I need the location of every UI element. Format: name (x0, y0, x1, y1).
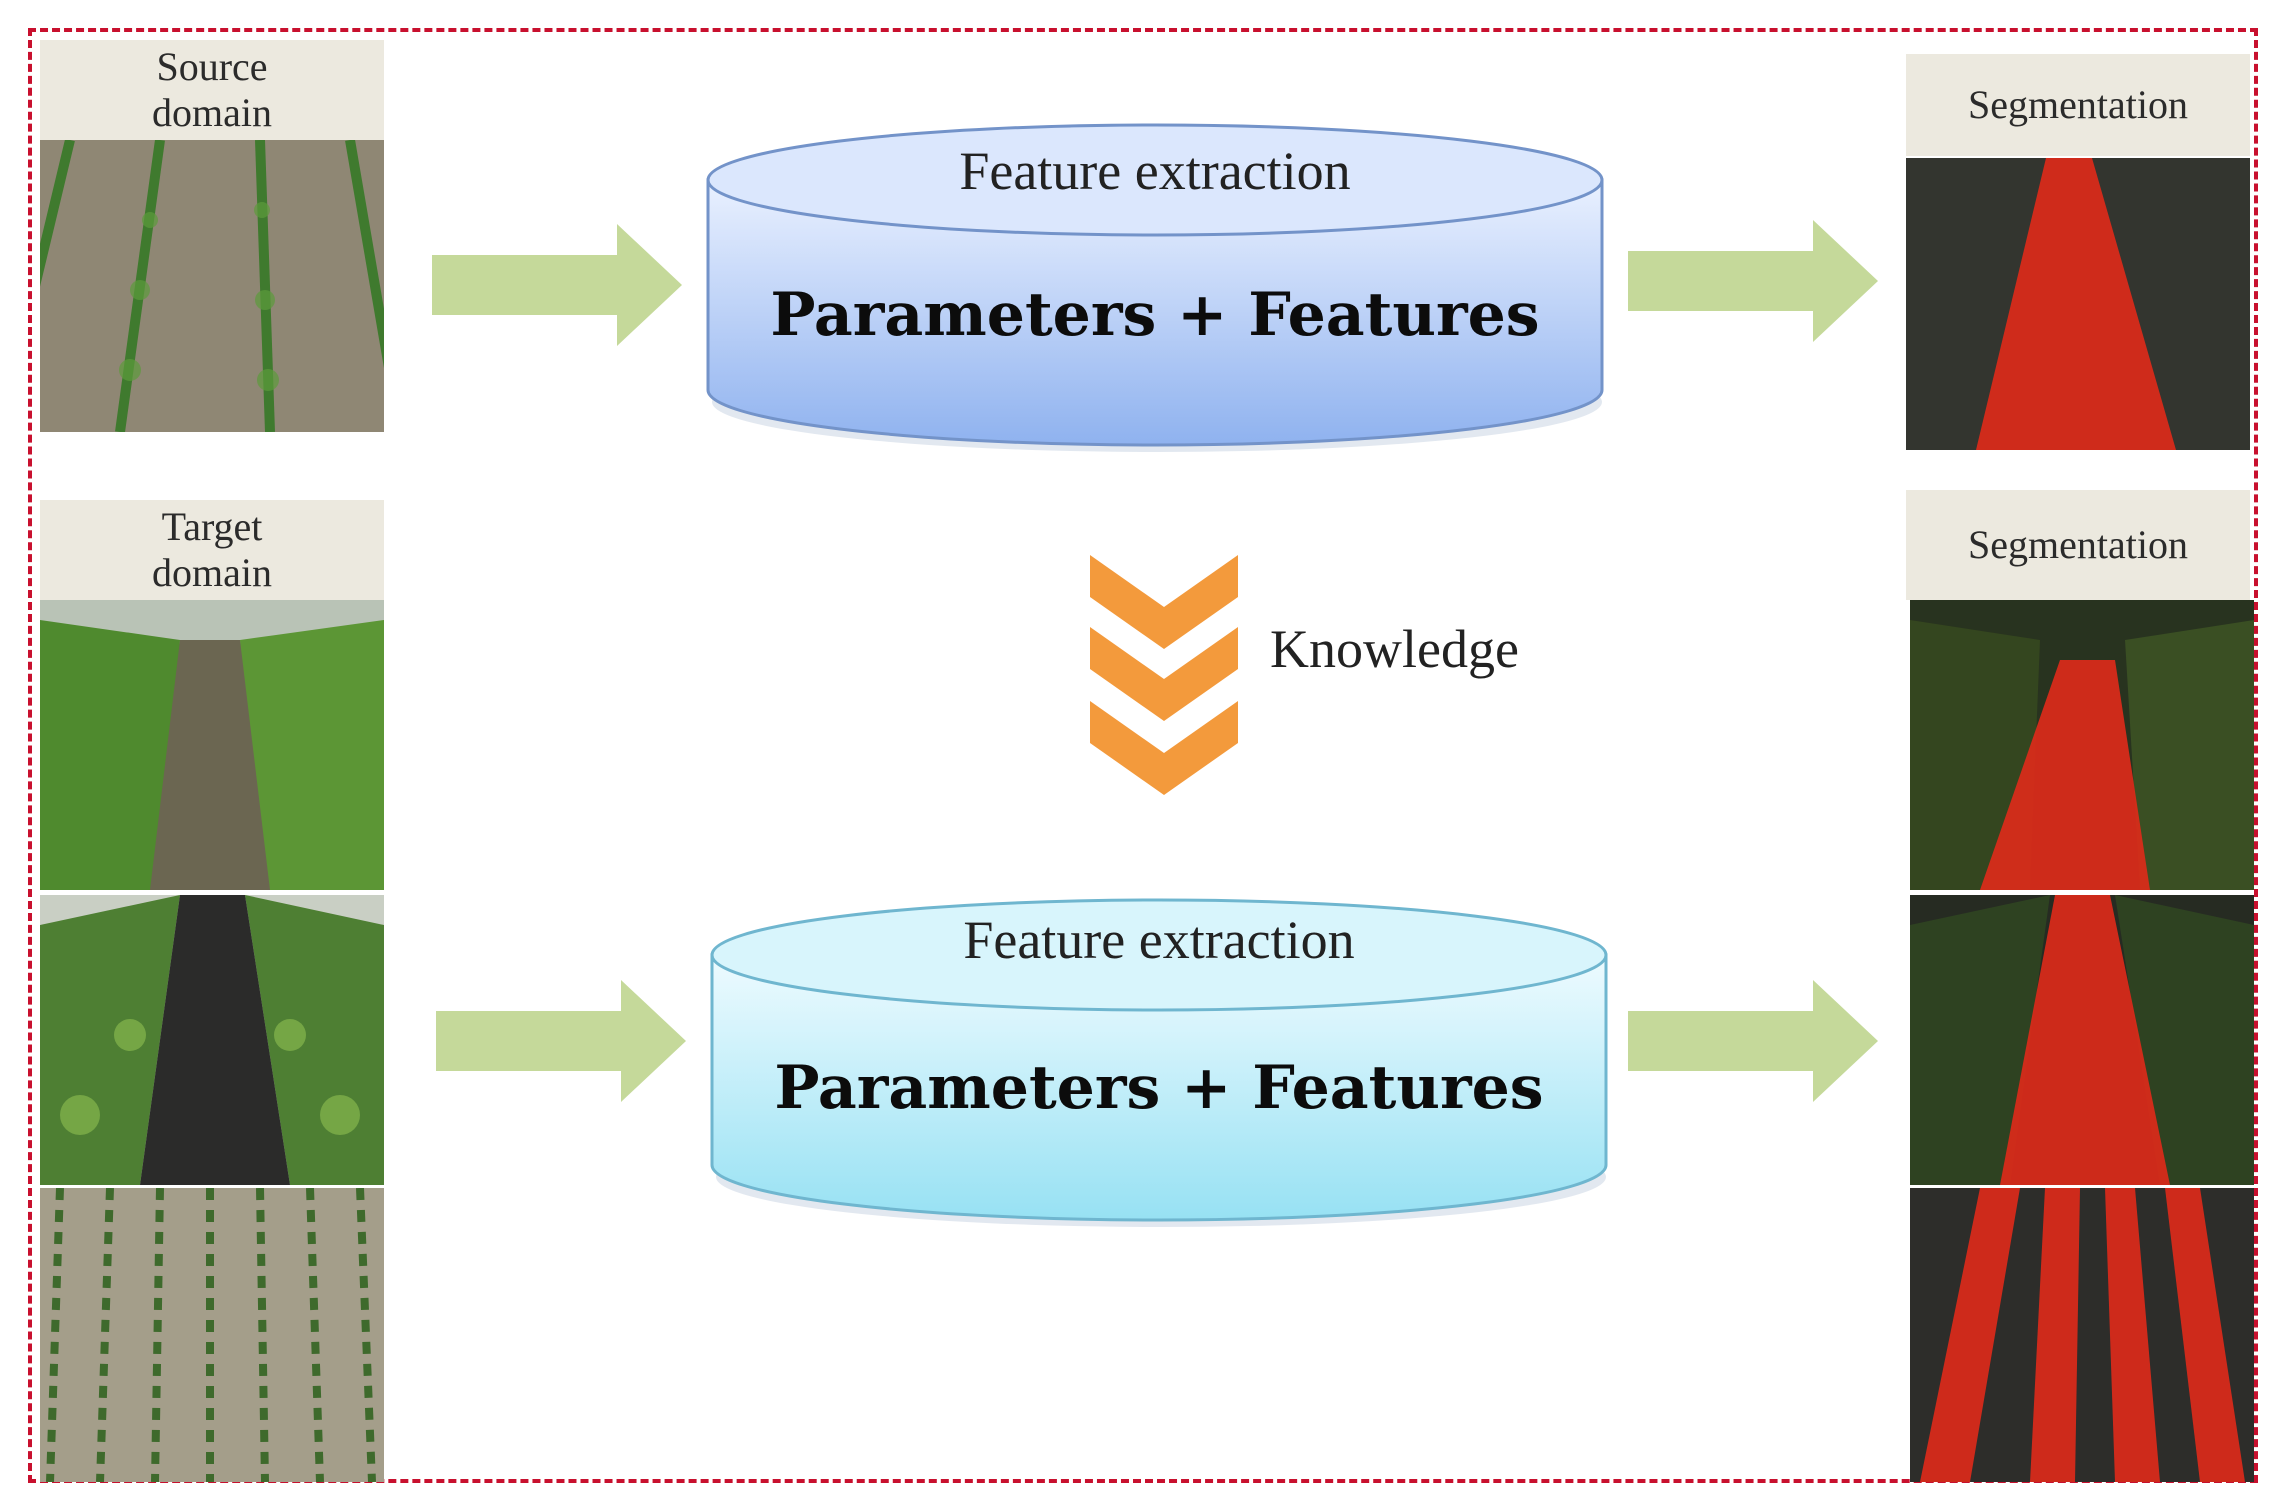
input-arrow-top (432, 224, 682, 346)
knowledge-chevron-icon (1090, 555, 1238, 805)
segmentation-label-bottom: Segmentation (1906, 490, 2250, 600)
target-mulch-photo (40, 895, 384, 1185)
feature-extraction-cylinder-bottom: Feature extraction Parameters + Features (704, 885, 1614, 1235)
dashed-frame (28, 28, 2258, 1483)
target-domain-text: Target domain (152, 504, 272, 595)
knowledge-label: Knowledge (1270, 619, 1519, 679)
bottom-cylinder-title: Feature extraction (963, 910, 1355, 970)
bottom-cylinder-content: Parameters + Features (774, 1053, 1544, 1123)
input-arrow-bottom (436, 980, 686, 1102)
target-domain-label: Target domain (40, 500, 384, 600)
segmentation-output-greenhouse (1910, 600, 2254, 890)
segmentation-text-bottom: Segmentation (1968, 522, 2188, 567)
source-field-photo (40, 140, 384, 432)
segmentation-label-top: Segmentation (1906, 54, 2250, 156)
target-seedling-photo (40, 1188, 384, 1482)
feature-extraction-cylinder-top: Feature extraction Parameters + Features (700, 110, 1610, 460)
target-greenhouse-photo (40, 600, 384, 890)
segmentation-output-seedling (1910, 1188, 2254, 1482)
segmentation-output-top (1906, 158, 2250, 450)
top-cylinder-title: Feature extraction (959, 141, 1351, 201)
segmentation-output-mulch (1910, 895, 2254, 1185)
segmentation-text-top: Segmentation (1968, 82, 2188, 127)
source-domain-label: Source domain (40, 40, 384, 140)
output-arrow-bottom (1628, 980, 1878, 1102)
source-domain-text: Source domain (152, 44, 272, 135)
top-cylinder-content: Parameters + Features (770, 280, 1540, 350)
output-arrow-top (1628, 220, 1878, 342)
